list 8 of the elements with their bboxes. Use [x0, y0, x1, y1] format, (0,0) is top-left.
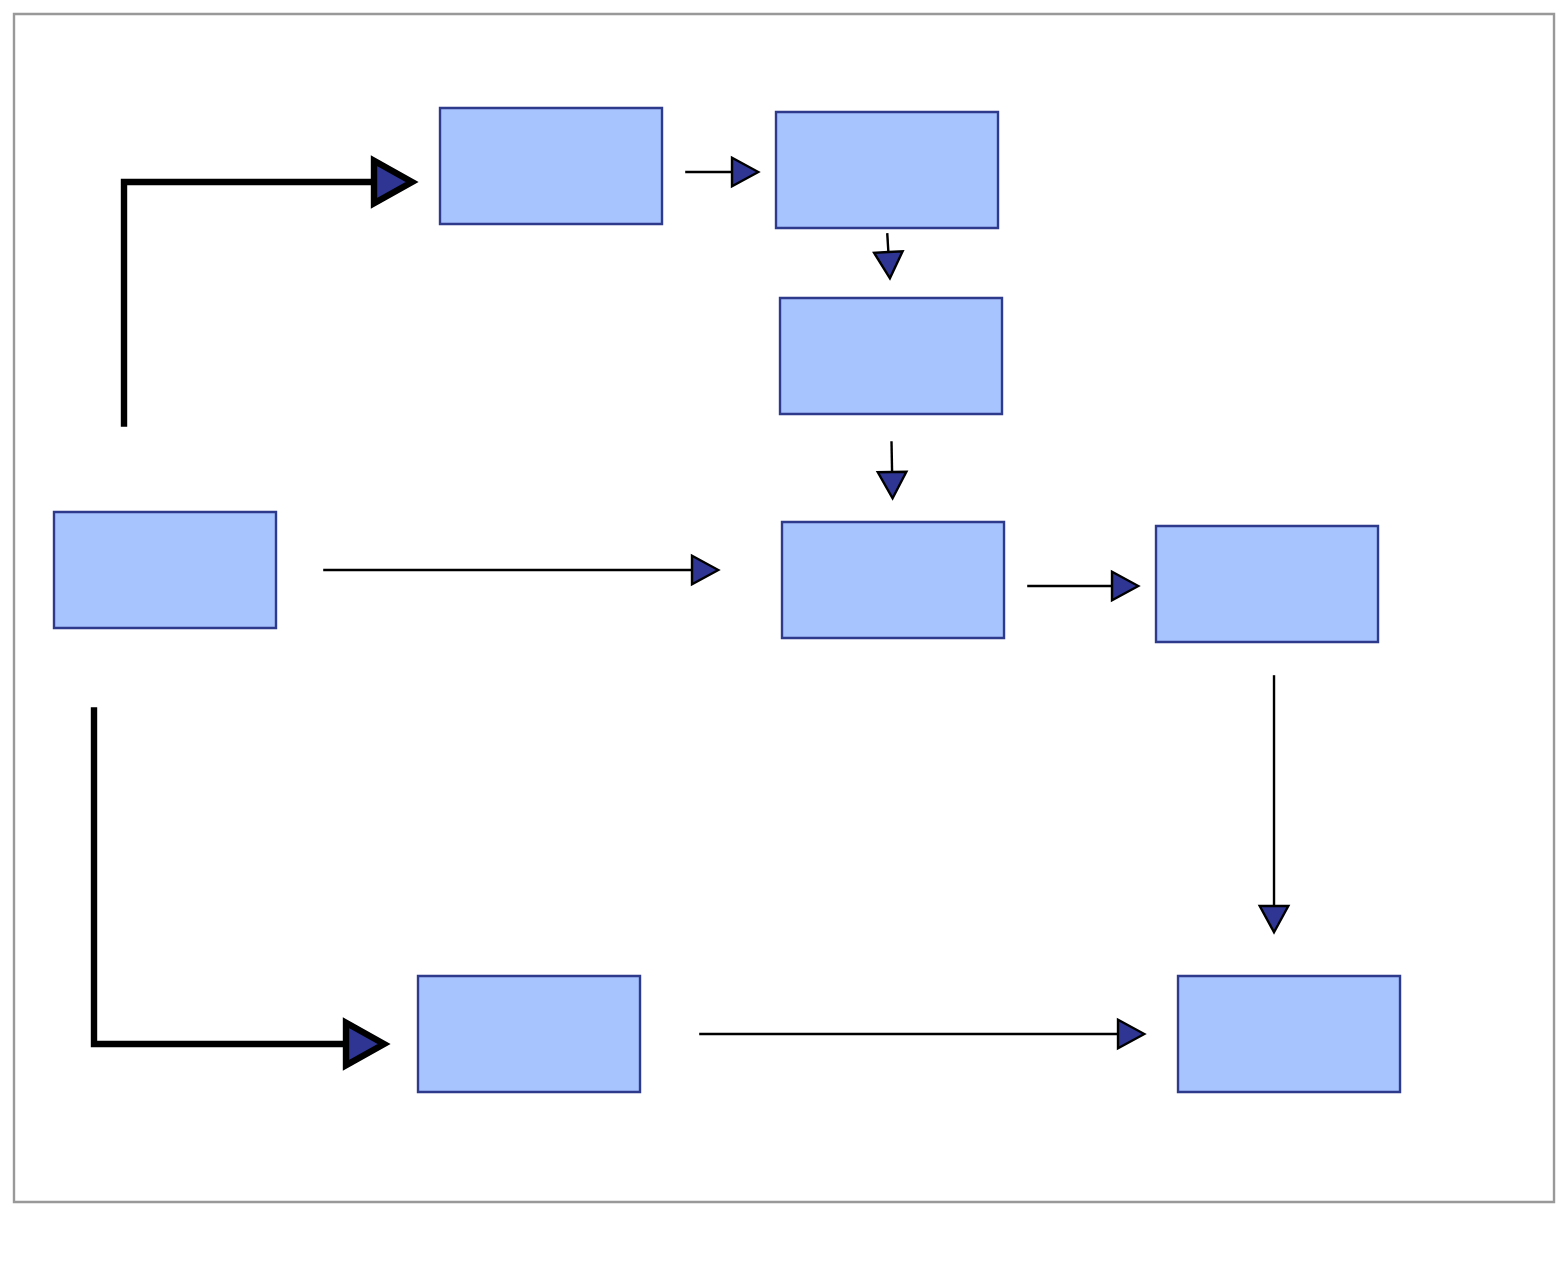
process-box — [778, 296, 1004, 416]
process-box — [780, 520, 1006, 640]
process-box — [52, 510, 278, 630]
process-box — [774, 110, 1000, 230]
process-box — [1154, 524, 1380, 644]
process-box — [1176, 974, 1402, 1094]
process-box — [438, 106, 664, 226]
process-box — [416, 974, 642, 1094]
